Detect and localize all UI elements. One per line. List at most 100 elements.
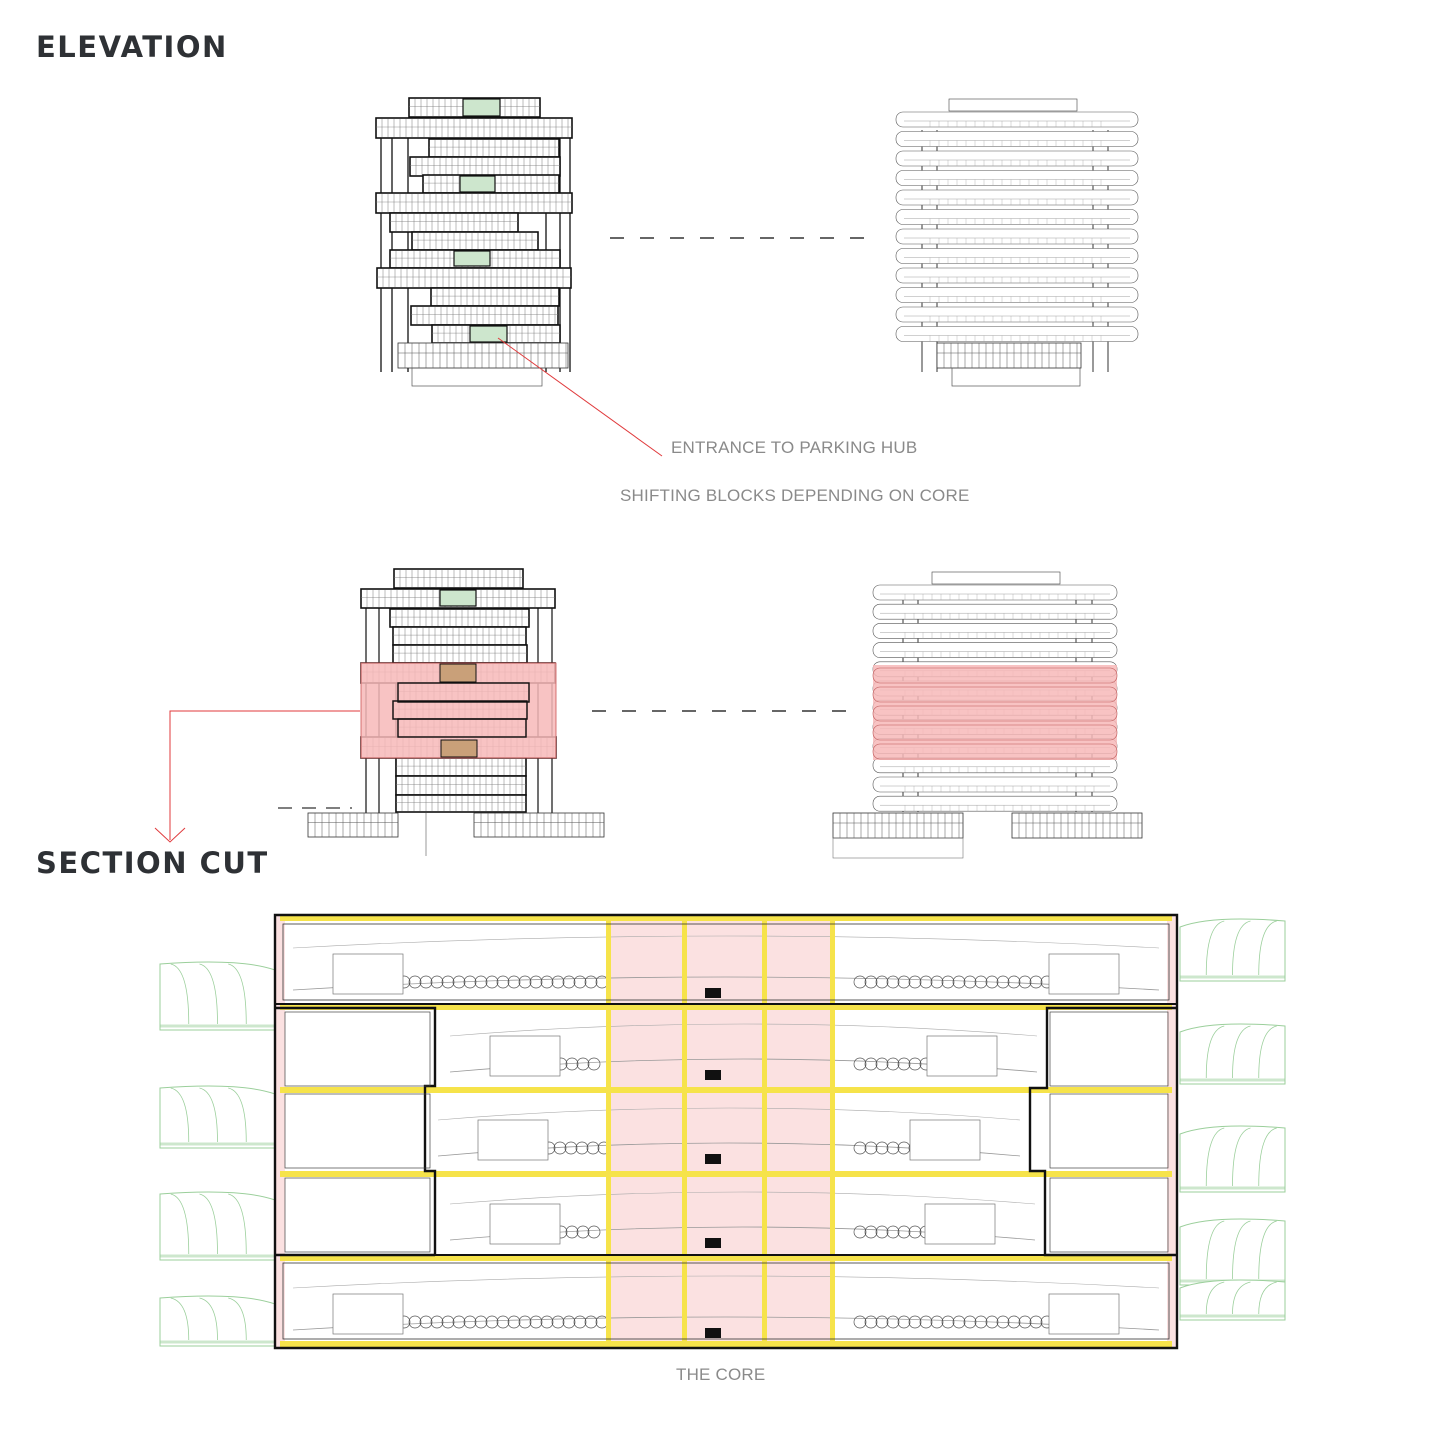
bike-wheel: [864, 1225, 878, 1239]
entrance-block: [439, 589, 477, 607]
roof-cap: [931, 571, 1061, 585]
interior-ramp-far: [449, 1191, 1036, 1205]
core-wall-yellow: [762, 915, 767, 1348]
bike-wheel: [963, 1315, 977, 1329]
bike-wheel: [584, 975, 598, 989]
entrance-block: [453, 250, 491, 267]
floor-slab-yellow: [280, 1341, 1172, 1347]
bike-wheel: [941, 975, 955, 989]
ramp-rib: [1258, 1281, 1277, 1315]
interior-ramp-far: [292, 1275, 1160, 1289]
bike-wheel: [587, 1057, 601, 1071]
bike-wheel: [576, 1225, 590, 1239]
bike-wheel: [529, 1315, 543, 1329]
bike-wheel: [529, 975, 543, 989]
bike-wheel: [1018, 975, 1032, 989]
bike-wheel: [507, 1315, 521, 1329]
ramp-rib: [170, 1297, 190, 1341]
floor-ring: [895, 248, 1139, 264]
bike-wheel: [908, 1315, 922, 1329]
highlight-ring: [872, 743, 1118, 760]
bike-wheel: [875, 1315, 889, 1329]
ramp-rib: [1205, 1281, 1225, 1315]
bike-wheel: [930, 1315, 944, 1329]
bike-wheel: [419, 1315, 433, 1329]
ramp-rib: [228, 1087, 247, 1143]
section-leader-arrowhead: [154, 827, 186, 843]
entrance-block: [459, 175, 496, 193]
floor-slab: [393, 568, 524, 589]
floor-slab: [376, 267, 572, 289]
bike-wheel: [875, 1141, 889, 1155]
bike-wheel: [496, 975, 510, 989]
floor-ring: [895, 326, 1139, 342]
bike-wheel: [452, 975, 466, 989]
core-wall-yellow: [830, 915, 835, 1348]
core-element: [705, 988, 721, 998]
bike-wheel: [1029, 1315, 1043, 1329]
bike-wheel: [463, 1315, 477, 1329]
bike-wheel: [886, 1315, 900, 1329]
bike-wheel: [897, 1057, 911, 1071]
elevation-tower-round-lower: [832, 571, 1143, 859]
bike-wheel: [897, 1315, 911, 1329]
edge-tint-left: [275, 915, 285, 1348]
bike-wheel: [897, 1225, 911, 1239]
ramp-rib: [1232, 920, 1251, 976]
bike-wheel: [853, 1057, 867, 1071]
bike-wheel: [573, 1315, 587, 1329]
bike-wheel: [565, 1057, 579, 1071]
bike-wheel: [1029, 975, 1043, 989]
ramp-rib: [1232, 1127, 1251, 1187]
elevation-tower-front-lower: [307, 568, 605, 856]
bike-wheel: [430, 975, 444, 989]
ramp-rib: [1232, 1025, 1251, 1079]
bike-wheel: [996, 1315, 1010, 1329]
bike-wheel: [485, 975, 499, 989]
bike-wheel: [919, 1315, 933, 1329]
bike-wheel: [908, 975, 922, 989]
section-cut-drawing: [159, 913, 1286, 1350]
floor-slab: [395, 775, 527, 796]
storage-block: [924, 1203, 996, 1245]
bike-wheel: [474, 1315, 488, 1329]
bike-wheel: [408, 1315, 422, 1329]
top-floor-outline: [282, 923, 1170, 1001]
core-annotation: THE CORE: [676, 1365, 766, 1384]
bike-wheel: [985, 1315, 999, 1329]
floor-ring: [895, 189, 1139, 206]
ramp-rib: [1258, 1025, 1277, 1079]
core-element: [705, 1154, 721, 1164]
core-zone: [607, 914, 834, 1349]
roof-cap: [948, 98, 1078, 112]
storage-block: [1048, 953, 1120, 995]
bike-wheel: [908, 1225, 922, 1239]
bike-wheel: [941, 1315, 955, 1329]
floor-slab-yellow: [280, 1087, 1172, 1093]
interior-ramp-far: [437, 1107, 1021, 1121]
floor-slab-yellow: [280, 1004, 1172, 1010]
elevation-tower-round-upper: [895, 98, 1139, 387]
entrance-block: [462, 98, 501, 117]
ramp-rib: [228, 1193, 247, 1255]
floor-slab: [428, 138, 560, 158]
floor-slab: [375, 117, 573, 139]
bottom-floor-outline: [282, 1262, 1170, 1340]
entrance-block-tan: [439, 663, 477, 683]
ramp-rib: [1205, 920, 1225, 976]
bike-wheel: [441, 975, 455, 989]
floor-ring: [895, 306, 1139, 323]
bike-wheel: [853, 1141, 867, 1155]
elevation-tower-front-upper: [375, 97, 573, 387]
bike-wheel: [562, 975, 576, 989]
bike-wheel: [518, 1315, 532, 1329]
interior-ramp: [292, 1316, 1160, 1331]
bike-wheel: [408, 975, 422, 989]
ramp-rib: [170, 963, 190, 1025]
ground-pavilion: [473, 812, 605, 838]
ramp-rib: [1205, 1127, 1225, 1187]
bike-wheel: [897, 975, 911, 989]
ramp-rib: [1258, 1127, 1277, 1187]
highlight-ring: [872, 686, 1118, 703]
bike-wheel: [540, 975, 554, 989]
